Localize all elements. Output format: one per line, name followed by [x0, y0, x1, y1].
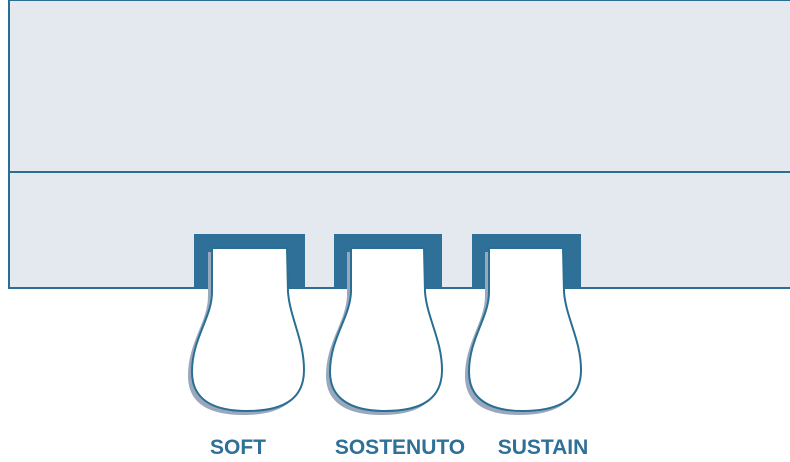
soft-pedal — [188, 234, 305, 415]
sostenuto-pedal — [326, 234, 442, 415]
sostenuto-pedal-label: SOSTENUTO — [335, 436, 465, 459]
sustain-pedal — [465, 234, 581, 415]
sustain-pedal-label: SUSTAIN — [498, 436, 589, 459]
soft-pedal-label: SOFT — [210, 436, 266, 459]
